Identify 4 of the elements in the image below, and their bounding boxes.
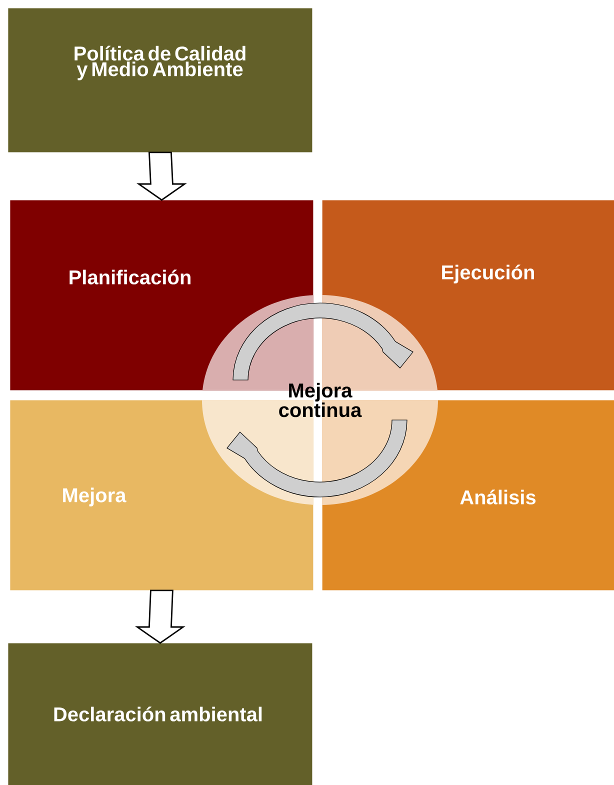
process-box: Declaración ambiental xyxy=(8,643,312,785)
block-arrow xyxy=(136,152,187,201)
process-box: Política de Calidad y Medio Ambiente xyxy=(8,8,312,152)
block-arrow xyxy=(134,590,186,644)
